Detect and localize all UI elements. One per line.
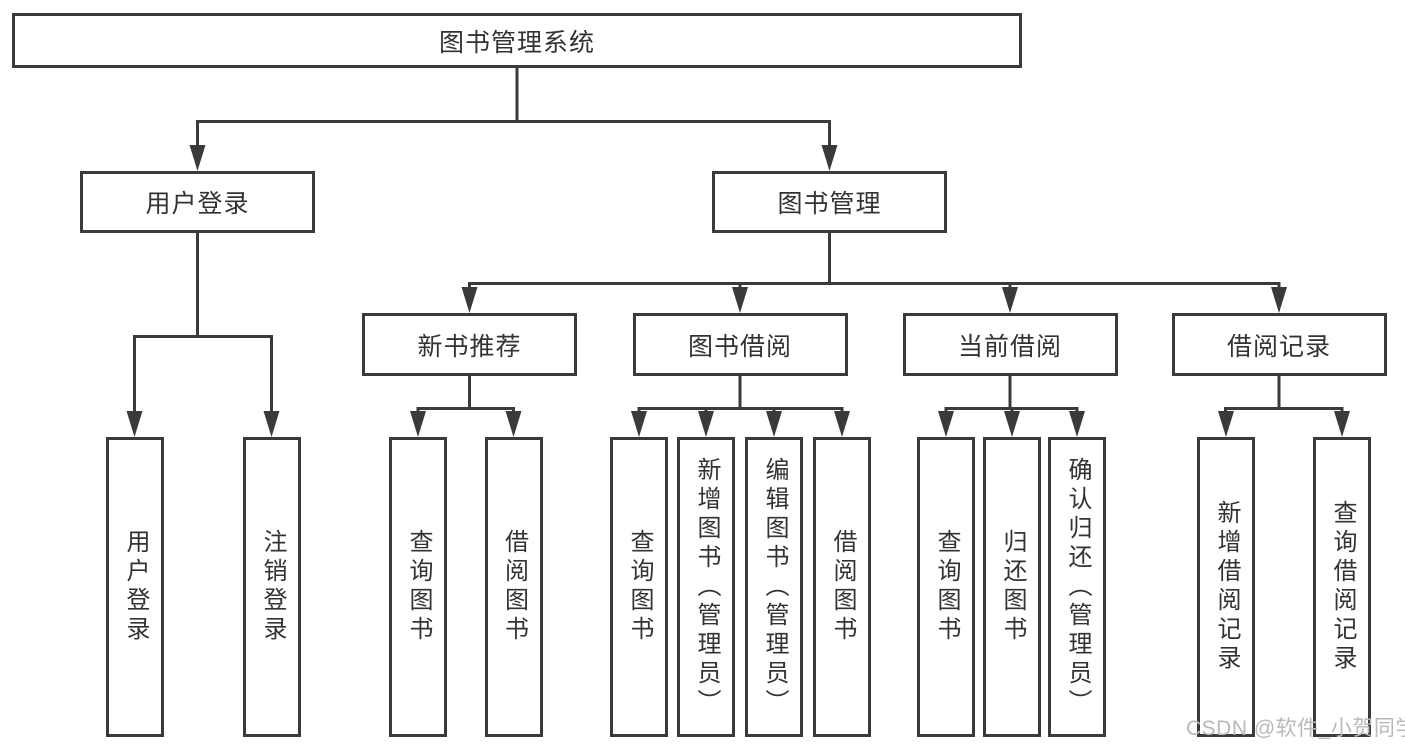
leaf-node-add-book-admin: 新增图书（管理员） xyxy=(677,437,735,737)
leaf-node-label: 查询图书 xyxy=(626,529,653,645)
connector-new-book-to-leaves xyxy=(416,376,515,414)
leaf-node-return-book: 归还图书 xyxy=(983,437,1041,737)
connector-root-to-branches xyxy=(196,68,831,148)
leaf-node-label: 编辑图书（管理员） xyxy=(761,456,788,718)
branch-node-label: 用户登录 xyxy=(145,190,250,218)
section-node-borrow-record: 借阅记录 xyxy=(1171,313,1387,376)
leaf-node-confirm-return-admin: 确认归还（管理员） xyxy=(1048,437,1106,737)
leaf-node-label: 借阅图书 xyxy=(500,529,528,645)
leaf-node-add-borrow-record: 新增借阅记录 xyxy=(1197,437,1255,737)
section-node-label: 当前借阅 xyxy=(957,332,1062,361)
root-node-label: 图书管理系统 xyxy=(438,28,595,57)
leaf-node-label: 查询图书 xyxy=(933,529,960,645)
leaf-node-user-login: 用户登录 xyxy=(106,437,164,737)
section-node-label: 借阅记录 xyxy=(1226,332,1331,361)
leaf-node-label: 查询图书 xyxy=(405,529,432,645)
branch-node-label: 图书管理 xyxy=(777,190,882,218)
leaf-node-label: 归还图书 xyxy=(999,529,1026,645)
leaf-node-label: 注销登录 xyxy=(259,529,286,645)
arrowheads xyxy=(126,145,1350,437)
leaf-node-query-book-2: 查询图书 xyxy=(610,437,668,737)
connector-current-borrow-to-leaves xyxy=(944,376,1079,414)
leaf-node-label: 查询借阅记录 xyxy=(1329,500,1356,674)
leaf-node-edit-book-admin: 编辑图书（管理员） xyxy=(745,437,803,737)
connector-user-login-to-leaves xyxy=(133,233,273,414)
leaf-node-label: 新增图书（管理员） xyxy=(693,456,720,718)
leaf-node-query-borrow-record: 查询借阅记录 xyxy=(1313,437,1371,737)
connector-borrow-record-to-leaves xyxy=(1224,376,1344,414)
section-node-label: 新书推荐 xyxy=(417,332,522,361)
section-node-book-borrow: 图书借阅 xyxy=(632,313,848,376)
connector-book-borrow-to-leaves xyxy=(637,376,844,414)
leaf-node-label: 确认归还（管理员） xyxy=(1064,456,1091,718)
leaf-node-label: 新增借阅记录 xyxy=(1213,500,1240,674)
leaf-node-query-book-1: 查询图书 xyxy=(389,437,447,737)
leaf-node-label: 借阅图书 xyxy=(829,529,856,645)
section-node-current-borrow: 当前借阅 xyxy=(902,313,1118,376)
section-node-label: 图书借阅 xyxy=(687,332,792,361)
leaf-node-borrow-book-1: 借阅图书 xyxy=(484,437,543,737)
connector-book-mgmt-to-sections xyxy=(468,233,1281,291)
leaf-node-query-book-3: 查询图书 xyxy=(917,437,975,737)
leaf-node-logout: 注销登录 xyxy=(243,437,301,737)
branch-node-book-management: 图书管理 xyxy=(712,171,947,233)
root-node-library-system: 图书管理系统 xyxy=(12,13,1022,68)
csdn-watermark: CSDN @软件_小贺同学 xyxy=(1186,717,1405,740)
branch-node-user-login: 用户登录 xyxy=(80,171,315,233)
leaf-node-borrow-book-2: 借阅图书 xyxy=(813,437,871,737)
leaf-node-label: 用户登录 xyxy=(122,529,149,645)
section-node-new-book-recommend: 新书推荐 xyxy=(362,313,577,376)
